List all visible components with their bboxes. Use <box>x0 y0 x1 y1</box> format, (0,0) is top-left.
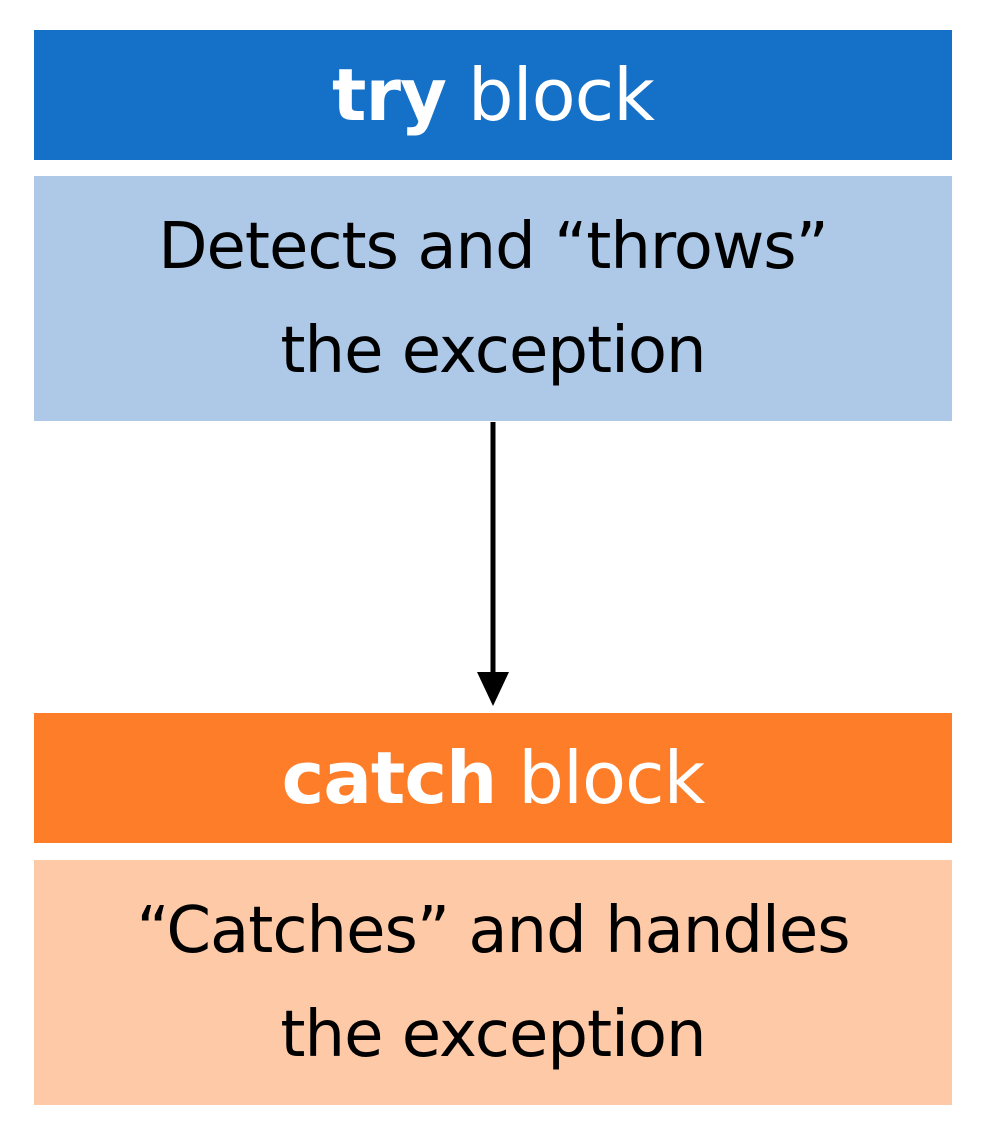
catch-block-description: “Catches” and handles the exception <box>34 860 952 1105</box>
catch-block-header: catch block <box>34 713 952 843</box>
try-block-label: block <box>467 53 655 137</box>
catch-block-label: block <box>518 736 705 820</box>
try-description-line-2: the exception <box>280 313 706 388</box>
try-block-header: try block <box>34 30 952 160</box>
try-block-description: Detects and “throws” the exception <box>34 176 952 421</box>
catch-description-line-2: the exception <box>280 997 706 1072</box>
try-keyword: try <box>332 53 447 137</box>
catch-description-line-1: “Catches” and handles <box>136 893 850 968</box>
catch-keyword: catch <box>281 736 498 820</box>
try-description-line-1: Detects and “throws” <box>158 209 829 284</box>
arrow-head-icon <box>477 672 509 706</box>
